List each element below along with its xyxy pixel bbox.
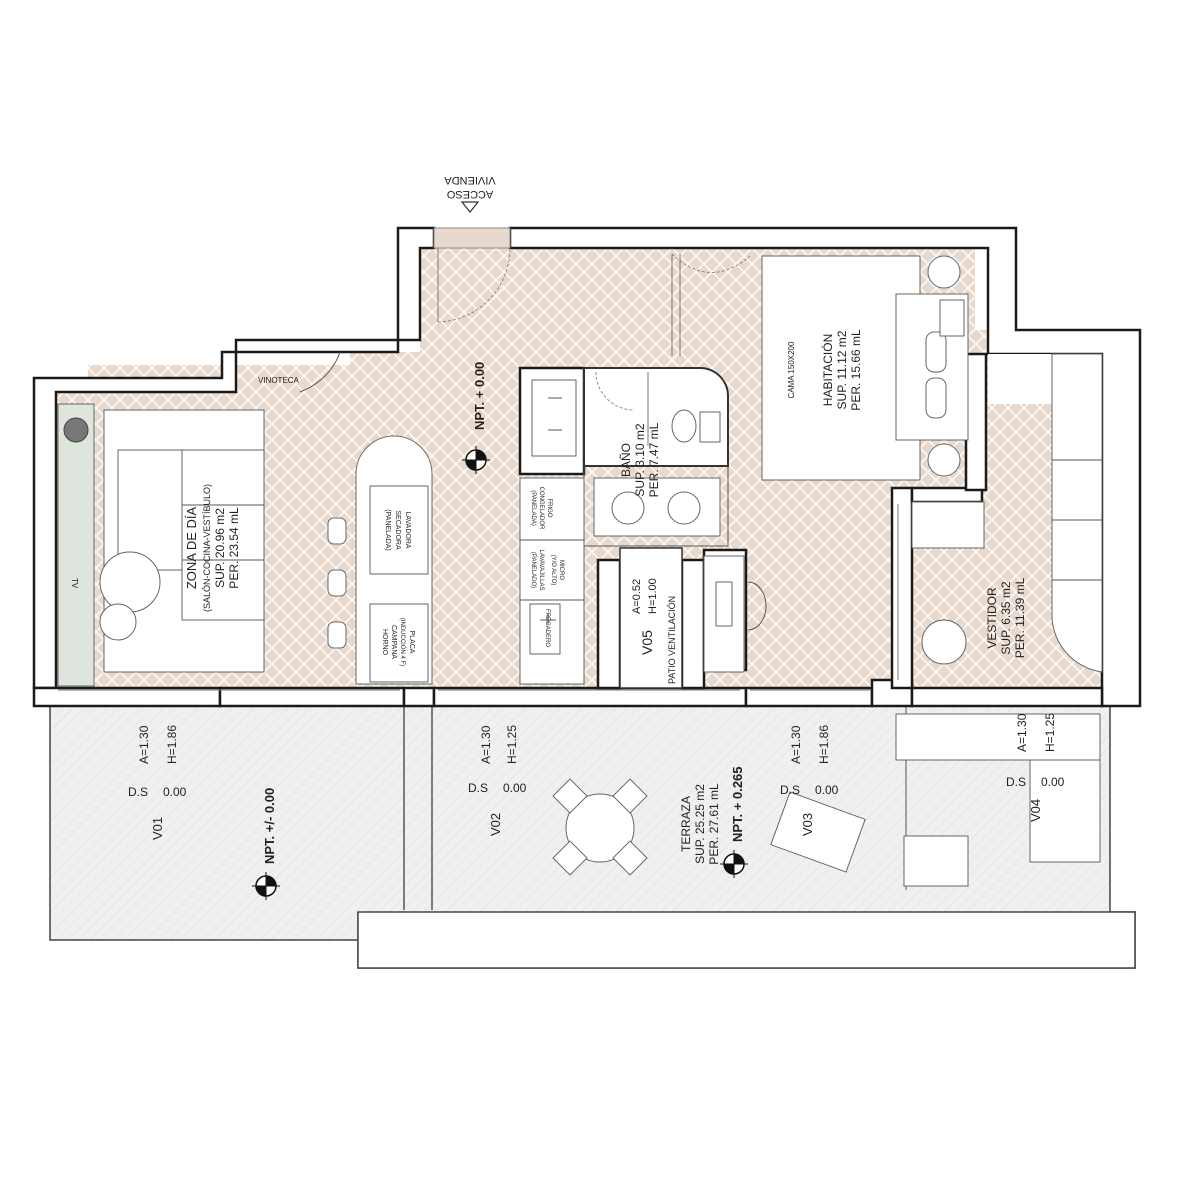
bathroom bbox=[531, 367, 729, 537]
level-marker-terrace-left: NPT. +/- 0.00 bbox=[252, 788, 280, 900]
dishwasher-l1: MICRO bbox=[558, 560, 564, 580]
terrace-area: SUP. 25.25 m2 bbox=[693, 784, 707, 864]
day-zone-sub: (SALÓN-COCINA-VESTÍBULO) bbox=[202, 484, 212, 612]
v05-a: A=0.52 bbox=[631, 579, 643, 614]
access-arrow-icon bbox=[460, 201, 480, 213]
v01-h: H=1.86 bbox=[165, 725, 179, 764]
dressing-name: VESTIDOR bbox=[985, 587, 999, 649]
bathroom-name: BAÑO bbox=[619, 443, 633, 477]
v03-h: H=1.86 bbox=[817, 725, 831, 764]
ventilation-patio: PATIO VENTILACIÓN V05 A=0.52 H=1.00 bbox=[619, 547, 683, 689]
fridge-l2: CONGELADOR bbox=[538, 487, 544, 530]
access-label: ACCESO VIVIENDA bbox=[444, 174, 496, 200]
v02-ds: D.S bbox=[468, 781, 488, 795]
day-zone-name: ZONA DE DÍA bbox=[184, 507, 199, 590]
window-v03: A=1.30 H=1.86 D.S 0.00 V03 bbox=[780, 725, 839, 836]
dishwasher-l3: LAVAVAJILLAS bbox=[538, 550, 544, 591]
bedroom-perimeter: PER. 15.66 mL bbox=[849, 329, 863, 411]
dishwasher-l4: (PANELADO) bbox=[530, 552, 536, 588]
level-interior-text: NPT. + 0.00 bbox=[472, 362, 487, 430]
dressing-room bbox=[897, 353, 1103, 680]
day-zone-perimeter: PER. 23.54 mL bbox=[227, 507, 241, 589]
v04-id: V04 bbox=[1028, 799, 1043, 822]
dressing-perimeter: PER. 11.39 mL bbox=[1013, 577, 1027, 658]
level-terrace-right-text: NPT. + 0.265 bbox=[730, 766, 745, 842]
window-v04: A=1.30 H=1.25 D.S 0.00 V04 bbox=[1006, 713, 1065, 822]
v02-a: A=1.30 bbox=[479, 725, 493, 764]
terrace-name: TERRAZA bbox=[679, 796, 693, 852]
dressing-label: VESTIDOR SUP. 6.35 m2 PER. 11.39 mL bbox=[985, 577, 1027, 658]
v01-id: V01 bbox=[150, 817, 165, 840]
dining-table bbox=[552, 778, 648, 876]
hob-l2: (INDUCCIÓN 4 F) bbox=[399, 618, 406, 666]
level-marker-terrace-right: NPT. + 0.265 bbox=[720, 766, 748, 878]
terrace-perimeter: PER. 27.61 mL bbox=[707, 783, 721, 865]
washer-label: LAVADORA SECADORA (PANELADA) bbox=[384, 509, 411, 551]
v02-h: H=1.25 bbox=[505, 725, 519, 764]
v05-id: V05 bbox=[639, 630, 655, 655]
access-line2: VIVIENDA bbox=[444, 174, 496, 186]
v04-ds-val: 0.00 bbox=[1041, 775, 1065, 789]
v03-id: V03 bbox=[800, 813, 815, 836]
dishwasher-label: MICRO (Y/O ALTO) LAVAVAJILLAS (PANELADO) bbox=[530, 550, 564, 591]
kitchen-island bbox=[327, 435, 433, 685]
v01-ds: D.S bbox=[128, 785, 148, 799]
fridge-label: FRIGO CONGELADOR (PANELADA) bbox=[530, 487, 552, 530]
sink-label: FREGADERO bbox=[544, 609, 550, 647]
tv-label: TV bbox=[70, 578, 79, 589]
washer-l1: LAVADORA bbox=[404, 511, 411, 548]
day-zone-label: ZONA DE DÍA (SALÓN-COCINA-VESTÍBULO) SUP… bbox=[184, 484, 241, 612]
v02-ds-val: 0.00 bbox=[503, 781, 527, 795]
v02-id: V02 bbox=[488, 813, 503, 836]
bedroom bbox=[671, 253, 969, 481]
window-v02: A=1.30 H=1.25 D.S 0.00 V02 bbox=[468, 725, 527, 836]
bathroom-label: BAÑO SUP. 3.10 m2 PER. 7.47 mL bbox=[619, 422, 661, 497]
desk bbox=[703, 555, 767, 673]
vent-label: PATIO VENTILACIÓN bbox=[667, 596, 677, 684]
hob-label: PLACA (INDUCCIÓN 4 F) CAMPANA HORNO bbox=[381, 618, 415, 666]
wine-cellar-curve bbox=[299, 351, 341, 393]
bedroom-area: SUP. 11.12 m2 bbox=[835, 330, 849, 409]
bathroom-area: SUP. 3.10 m2 bbox=[633, 423, 647, 496]
dressing-area: SUP. 6.35 m2 bbox=[999, 581, 1013, 654]
kitchen-cabinets bbox=[519, 477, 585, 685]
day-zone-area: SUP. 20.96 m2 bbox=[213, 508, 227, 588]
dishwasher-l2: (Y/O ALTO) bbox=[550, 555, 556, 586]
sofa bbox=[99, 409, 265, 673]
washer-l3: (PANELADA) bbox=[384, 509, 391, 551]
v01-ds-val: 0.00 bbox=[163, 785, 187, 799]
v03-ds-val: 0.00 bbox=[815, 783, 839, 797]
bathroom-perimeter: PER. 7.47 mL bbox=[647, 422, 661, 497]
lounge-chair bbox=[770, 791, 866, 873]
v04-a: A=1.30 bbox=[1015, 713, 1029, 752]
level-terrace-left-text: NPT. +/- 0.00 bbox=[262, 788, 277, 864]
hob-l4: HORNO bbox=[381, 629, 388, 656]
hob-l1: PLACA bbox=[408, 631, 415, 654]
v04-ds: D.S bbox=[1006, 775, 1026, 789]
tv-unit: TV bbox=[57, 403, 95, 687]
fridge-l3: (PANELADA) bbox=[530, 490, 536, 526]
bedroom-name: HABITACIÓN bbox=[820, 334, 835, 406]
entrance-door[interactable] bbox=[433, 227, 511, 323]
v03-ds: D.S bbox=[780, 783, 800, 797]
window-v01: A=1.30 H=1.86 D.S 0.00 V01 bbox=[128, 725, 187, 840]
v03-a: A=1.30 bbox=[789, 725, 803, 764]
wine-cellar-label: VINOTECA bbox=[258, 376, 300, 385]
bedroom-label: HABITACIÓN SUP. 11.12 m2 PER. 15.66 mL bbox=[820, 329, 863, 411]
fridge-l1: FRIGO bbox=[546, 499, 552, 518]
level-marker-interior: NPT. + 0.00 bbox=[462, 362, 490, 474]
hob-l3: CAMPANA bbox=[390, 625, 397, 659]
terrace-label: TERRAZA SUP. 25.25 m2 PER. 27.61 mL bbox=[679, 783, 721, 865]
access-line1: ACCESO bbox=[446, 188, 493, 200]
v01-a: A=1.30 bbox=[137, 725, 151, 764]
outdoor-sofa bbox=[895, 713, 1101, 887]
v05-h: H=1.00 bbox=[647, 578, 659, 614]
v04-h: H=1.25 bbox=[1043, 713, 1057, 752]
bed-size-label: CAMA 150X200 bbox=[787, 341, 796, 398]
washer-l2: SECADORA bbox=[394, 510, 401, 550]
